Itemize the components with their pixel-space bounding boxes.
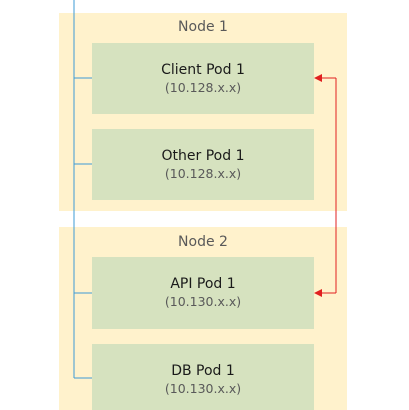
node-2-title: Node 2 xyxy=(178,234,228,250)
node-1-title: Node 1 xyxy=(178,19,228,35)
pod-name: API Pod 1 xyxy=(170,276,236,292)
pod-db-pod-1[interactable]: DB Pod 1 (10.130.x.x) xyxy=(92,344,314,410)
pod-ip: (10.128.x.x) xyxy=(164,80,242,95)
pod-ip: (10.130.x.x) xyxy=(164,294,242,309)
pod-name: DB Pod 1 xyxy=(171,363,235,379)
pod-client-pod-1[interactable]: Client Pod 1 (10.128.x.x) xyxy=(92,43,314,114)
pod-name: Other Pod 1 xyxy=(161,148,245,164)
pod-ip: (10.128.x.x) xyxy=(164,166,242,181)
pod-ip: (10.130.x.x) xyxy=(164,381,242,396)
pod-api-pod-1[interactable]: API Pod 1 (10.130.x.x) xyxy=(92,257,314,329)
pod-name: Client Pod 1 xyxy=(161,62,245,78)
pod-other-pod-1[interactable]: Other Pod 1 (10.128.x.x) xyxy=(92,129,314,200)
